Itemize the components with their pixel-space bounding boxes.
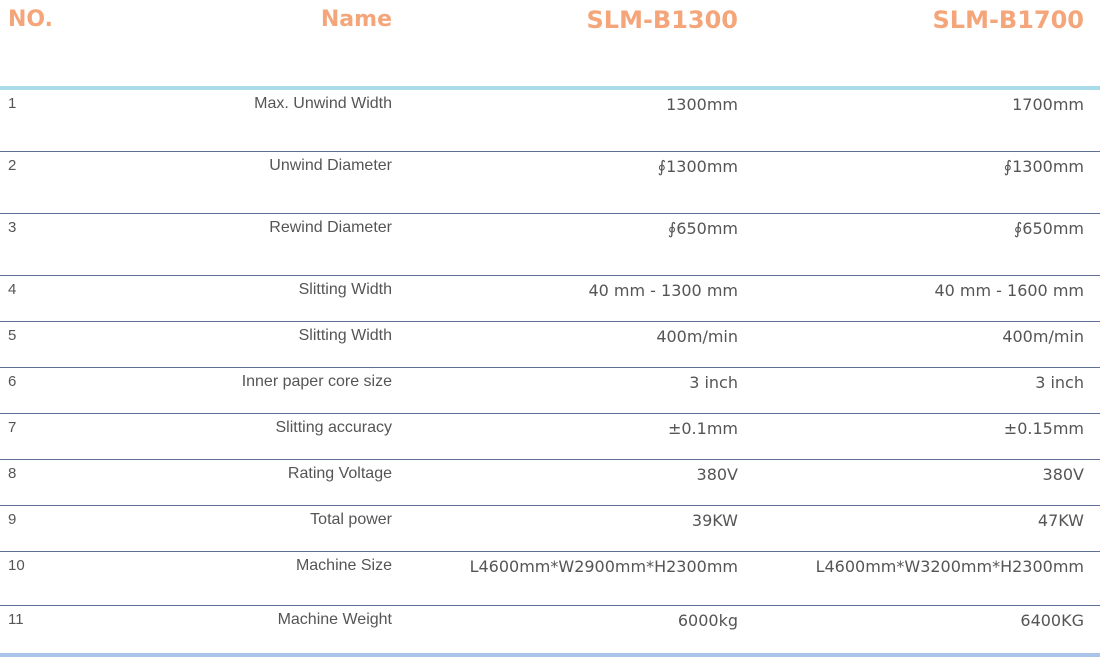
row-name: Slitting Width [200,321,400,368]
table-row: 11 Machine Weight 6000kg 6400KG [0,605,1100,657]
row-model-b-value: ∮650mm [746,213,1100,276]
row-number: 9 [0,505,200,552]
row-model-a-value: 1300mm [400,88,746,152]
row-name: Machine Size [200,551,400,606]
header-name: Name [200,0,400,90]
row-number: 2 [0,151,200,214]
table-row: 5 Slitting Width 400m/min 400m/min [0,321,1100,368]
row-name: Slitting Width [200,275,400,322]
row-model-b-value: ∮1300mm [746,151,1100,214]
row-number: 6 [0,367,200,414]
row-model-a-value: L4600mm*W2900mm*H2300mm [400,551,746,606]
header-row: NO. Name SLM-B1300 SLM-B1700 [0,0,1100,90]
row-model-a-value: ∮1300mm [400,151,746,214]
row-number: 10 [0,551,200,606]
row-model-a-value: 40 mm - 1300 mm [400,275,746,322]
table-row: 3 Rewind Diameter ∮650mm ∮650mm [0,213,1100,276]
row-model-b-value: L4600mm*W3200mm*H2300mm [746,551,1100,606]
row-number: 4 [0,275,200,322]
row-name: Unwind Diameter [200,151,400,214]
row-number: 11 [0,605,200,657]
header-model-a: SLM-B1300 [400,0,746,90]
table-row: 7 Slitting accuracy ±0.1mm ±0.15mm [0,413,1100,460]
row-model-b-value: 380V [746,459,1100,506]
row-number: 3 [0,213,200,276]
table-row: 6 Inner paper core size 3 inch 3 inch [0,367,1100,414]
row-model-a-value: ∮650mm [400,213,746,276]
row-model-a-value: 3 inch [400,367,746,414]
row-model-b-value: 1700mm [746,88,1100,152]
header-model-b: SLM-B1700 [746,0,1100,90]
row-name: Rewind Diameter [200,213,400,276]
table-row: 10 Machine Size L4600mm*W2900mm*H2300mm … [0,551,1100,606]
row-name: Max. Unwind Width [200,88,400,152]
table-row: 1 Max. Unwind Width 1300mm 1700mm [0,88,1100,152]
row-name: Machine Weight [200,605,400,657]
row-name: Slitting accuracy [200,413,400,460]
row-name: Total power [200,505,400,552]
row-number: 8 [0,459,200,506]
row-number: 5 [0,321,200,368]
table-row: 9 Total power 39KW 47KW [0,505,1100,552]
row-model-b-value: 47KW [746,505,1100,552]
row-number: 7 [0,413,200,460]
table-row: 8 Rating Voltage 380V 380V [0,459,1100,506]
row-model-b-value: ±0.15mm [746,413,1100,460]
table-row: 4 Slitting Width 40 mm - 1300 mm 40 mm -… [0,275,1100,322]
row-model-b-value: 40 mm - 1600 mm [746,275,1100,322]
row-model-a-value: 6000kg [400,605,746,657]
row-name: Rating Voltage [200,459,400,506]
row-number: 1 [0,88,200,152]
row-model-b-value: 3 inch [746,367,1100,414]
row-name: Inner paper core size [200,367,400,414]
header-no: NO. [0,0,200,90]
row-model-a-value: ±0.1mm [400,413,746,460]
table-row: 2 Unwind Diameter ∮1300mm ∮1300mm [0,151,1100,214]
row-model-b-value: 6400KG [746,605,1100,657]
row-model-a-value: 39KW [400,505,746,552]
row-model-a-value: 400m/min [400,321,746,368]
row-model-a-value: 380V [400,459,746,506]
row-model-b-value: 400m/min [746,321,1100,368]
